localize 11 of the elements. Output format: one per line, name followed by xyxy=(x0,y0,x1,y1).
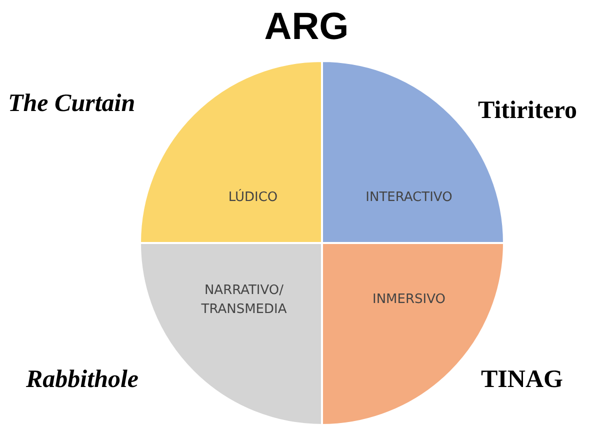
segment-caption: Titiritero xyxy=(478,97,578,125)
segment-label: INMERSIVO xyxy=(371,291,446,309)
segment-caption: The Curtain xyxy=(8,90,136,118)
segment-label: NARRATIVO/ TRANSMEDIA xyxy=(200,282,288,319)
segment-caption: Rabbithole xyxy=(26,366,139,394)
segment-caption: TINAG xyxy=(481,366,563,394)
quadrant-segment xyxy=(140,61,322,243)
segment-label: INTERACTIVO xyxy=(364,189,454,207)
segment-label: LÚDICO xyxy=(227,188,279,207)
diagram-title: ARG xyxy=(264,6,349,49)
quadrant-segment xyxy=(140,243,322,425)
